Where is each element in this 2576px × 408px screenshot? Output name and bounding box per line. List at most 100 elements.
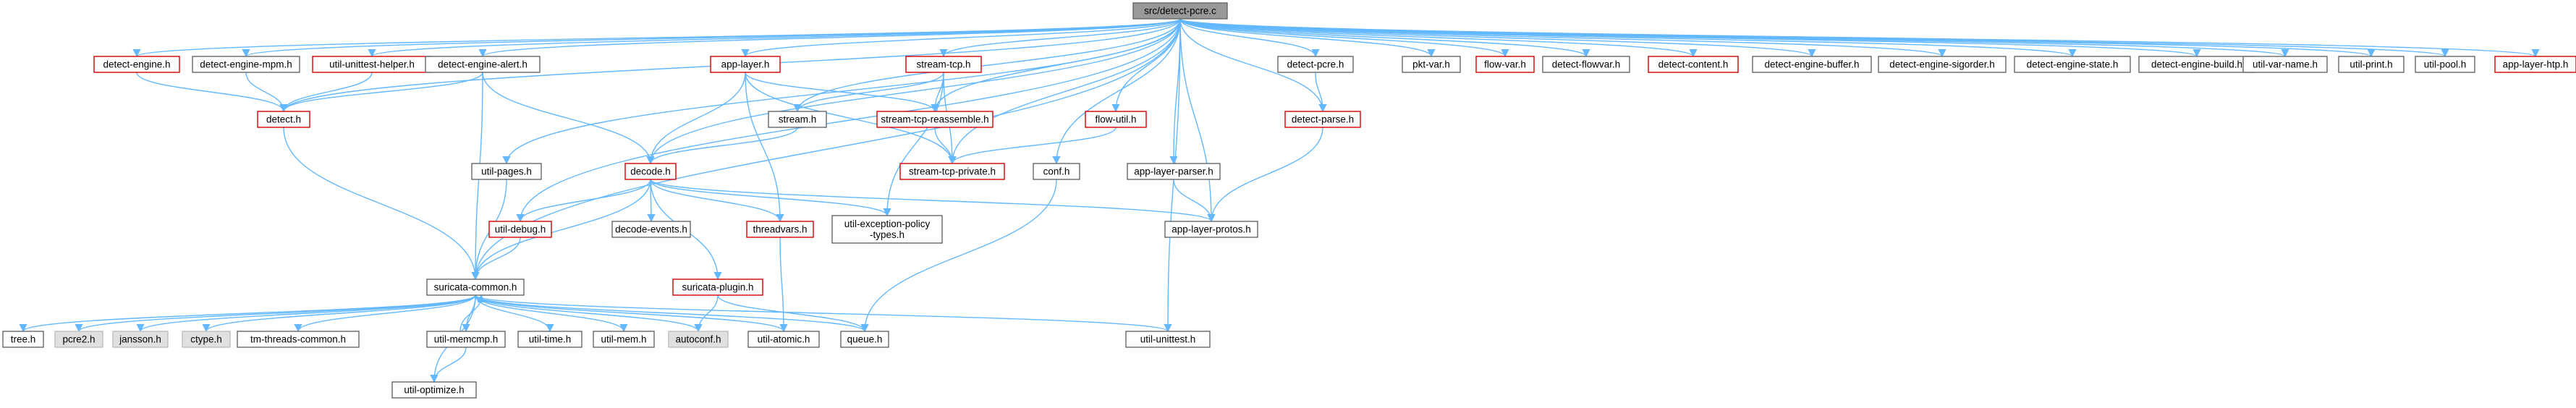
node-box (257, 111, 310, 128)
node-util-exception-policy-types-h[interactable]: util-exception-policy-types.h (831, 215, 943, 244)
node-pkt-var-h[interactable]: pkt-var.h (1402, 56, 1461, 73)
node-app-layer-h[interactable]: app-layer.h (710, 56, 781, 73)
node-app-layer-parser-h[interactable]: app-layer-parser.h (1127, 163, 1221, 180)
node-util-time-h[interactable]: util-time.h (517, 331, 582, 348)
node-pcre2-h: pcre2.h (54, 331, 103, 348)
node-detect-engine-alert-h[interactable]: detect-engine-alert.h (425, 56, 541, 73)
node-util-pages-h[interactable]: util-pages.h (471, 163, 542, 180)
node-detect-engine-mpm-h[interactable]: detect-engine-mpm.h (192, 56, 300, 73)
node-detect-engine-build-h[interactable]: detect-engine-build.h (2138, 56, 2255, 73)
edge-util_memcmp_h-to-suricata_common_h (459, 294, 486, 332)
node-stream-h[interactable]: stream.h (768, 111, 827, 128)
node-box (2014, 56, 2131, 73)
node-label: suricata-plugin.h (682, 282, 753, 293)
node-flow-var-h[interactable]: flow-var.h (1475, 56, 1535, 73)
node-label: app-layer-parser.h (1134, 166, 1213, 177)
node-app-layer-protos-h[interactable]: app-layer-protos.h (1164, 221, 1258, 238)
edge-root-to-stream_tcp_private_h (948, 18, 1181, 165)
node-decode-h[interactable]: decode.h (624, 163, 677, 180)
node-box (1127, 163, 1221, 180)
node-util-mem-h[interactable]: util-mem.h (593, 331, 655, 348)
node-label: util-unittest.h (1140, 334, 1196, 345)
node-detect-engine-buffer-h[interactable]: detect-engine-buffer.h (1752, 56, 1872, 73)
edge-root-to-detect_parse_h (1179, 18, 1327, 113)
edge-root-to-app_layer_h (741, 18, 1181, 58)
node-box (112, 331, 169, 348)
edge-stream_h-to-decode_h (646, 127, 798, 165)
node-util-atomic-h[interactable]: util-atomic.h (747, 331, 820, 348)
node-app-layer-htp-h[interactable]: app-layer-htp.h (2494, 56, 2576, 73)
node-box (2242, 56, 2328, 73)
node-box (1475, 56, 1535, 73)
node-util-print-h[interactable]: util-print.h (2338, 56, 2405, 73)
node-box (747, 331, 820, 348)
node-box (54, 331, 103, 348)
edge-threadvars_h-to-util_atomic_h (779, 237, 788, 333)
edge-root-to-pkt_var_h (1179, 18, 1436, 58)
node-detect-h[interactable]: detect.h (257, 111, 310, 128)
node-stream-tcp-private-h[interactable]: stream-tcp-private.h (899, 163, 1005, 180)
node-util-unittest-h[interactable]: util-unittest.h (1125, 331, 1211, 348)
node-tm-threads-common-h[interactable]: tm-threads-common.h (237, 331, 360, 348)
node-queue-h[interactable]: queue.h (840, 331, 889, 348)
edge-root-to-flow_var_h (1179, 18, 1509, 58)
edge-suricata_plugin_h-to-queue_h (717, 294, 869, 333)
node-util-optimize-h[interactable]: util-optimize.h (391, 381, 477, 399)
node-box (831, 215, 943, 244)
node-suricata-plugin-h[interactable]: suricata-plugin.h (672, 279, 763, 296)
edge-root-to-stream_tcp_h (939, 18, 1181, 58)
node-box (2338, 56, 2405, 73)
node-detect-flowvar-h[interactable]: detect-flowvar.h (1542, 56, 1630, 73)
edge-root-to-detect_engine_mpm_h (242, 18, 1181, 58)
header-nodes: src/detect-pcre.c detect-engine.h detect-e… (2, 2, 2576, 399)
node-conf-h[interactable]: conf.h (1033, 163, 1080, 180)
node-threadvars-h[interactable]: threadvars.h (746, 221, 814, 238)
node-label: pcre2.h (62, 334, 95, 345)
node-box (1164, 221, 1258, 238)
node-label: tm-threads-common.h (250, 334, 346, 345)
node-box (1878, 56, 2007, 73)
edge-root-to-suricata_common_h (471, 18, 1181, 281)
edge-detect_engine_h-to-detect_h (136, 72, 288, 113)
node-label: util-print.h (2350, 59, 2392, 70)
node-box (192, 56, 300, 73)
node-tree-h[interactable]: tree.h (2, 331, 44, 348)
node-label: ctype.h (190, 334, 222, 345)
edge-decode_h-to-util_debug_h (516, 179, 651, 223)
node-label: util-pool.h (2424, 59, 2467, 70)
node-detect-parse-h[interactable]: detect-parse.h (1284, 111, 1361, 128)
node-util-unittest-helper-h[interactable]: util-unittest-helper.h (312, 56, 432, 73)
node-label: threadvars.h (753, 224, 807, 235)
node-box (876, 111, 993, 128)
node-box (746, 221, 814, 238)
node-detect-engine-state-h[interactable]: detect-engine-state.h (2014, 56, 2131, 73)
edge-root-to-util_unittest_helper_h (368, 18, 1181, 58)
node-label: detect-engine-build.h (2151, 59, 2242, 70)
edge-root-to-conf_h (1052, 18, 1181, 165)
node-box (1284, 111, 1361, 128)
node-suricata-common-h[interactable]: suricata-common.h (426, 279, 525, 296)
node-label: app-layer-protos.h (1172, 224, 1251, 235)
node-box (2, 331, 44, 348)
node-detect-pcre-h[interactable]: detect-pcre.h (1277, 56, 1354, 73)
node-detect-content-h[interactable]: detect-content.h (1648, 56, 1739, 73)
node-detect-engine-sigorder-h[interactable]: detect-engine-sigorder.h (1878, 56, 2007, 73)
node-util-debug-h[interactable]: util-debug.h (488, 221, 552, 238)
node-stream-tcp-reassemble-h[interactable]: stream-tcp-reassemble.h (876, 111, 993, 128)
node-root[interactable]: src/detect-pcre.c (1132, 2, 1228, 20)
edge-root-to-app_layer_protos_h (1179, 18, 1216, 223)
node-flow-util-h[interactable]: flow-util.h (1085, 111, 1147, 128)
node-label: util-optimize.h (404, 385, 464, 396)
node-util-memcmp-h[interactable]: util-memcmp.h (426, 331, 506, 348)
node-box (2415, 56, 2475, 73)
node-stream-tcp-h[interactable]: stream-tcp.h (905, 56, 982, 73)
node-label: util-var-name.h (2253, 59, 2318, 70)
node-label: util-memcmp.h (434, 334, 499, 345)
node-ctype-h: ctype.h (182, 331, 231, 348)
node-detect-engine-h[interactable]: detect-engine.h (93, 56, 180, 73)
node-util-pool-h[interactable]: util-pool.h (2415, 56, 2475, 73)
edge-app_layer_h-to-threadvars_h (745, 72, 784, 223)
node-util-var-name-h[interactable]: util-var-name.h (2242, 56, 2328, 73)
node-label: util-mem.h (601, 334, 646, 345)
node-decode-events-h[interactable]: decode-events.h (611, 221, 691, 238)
